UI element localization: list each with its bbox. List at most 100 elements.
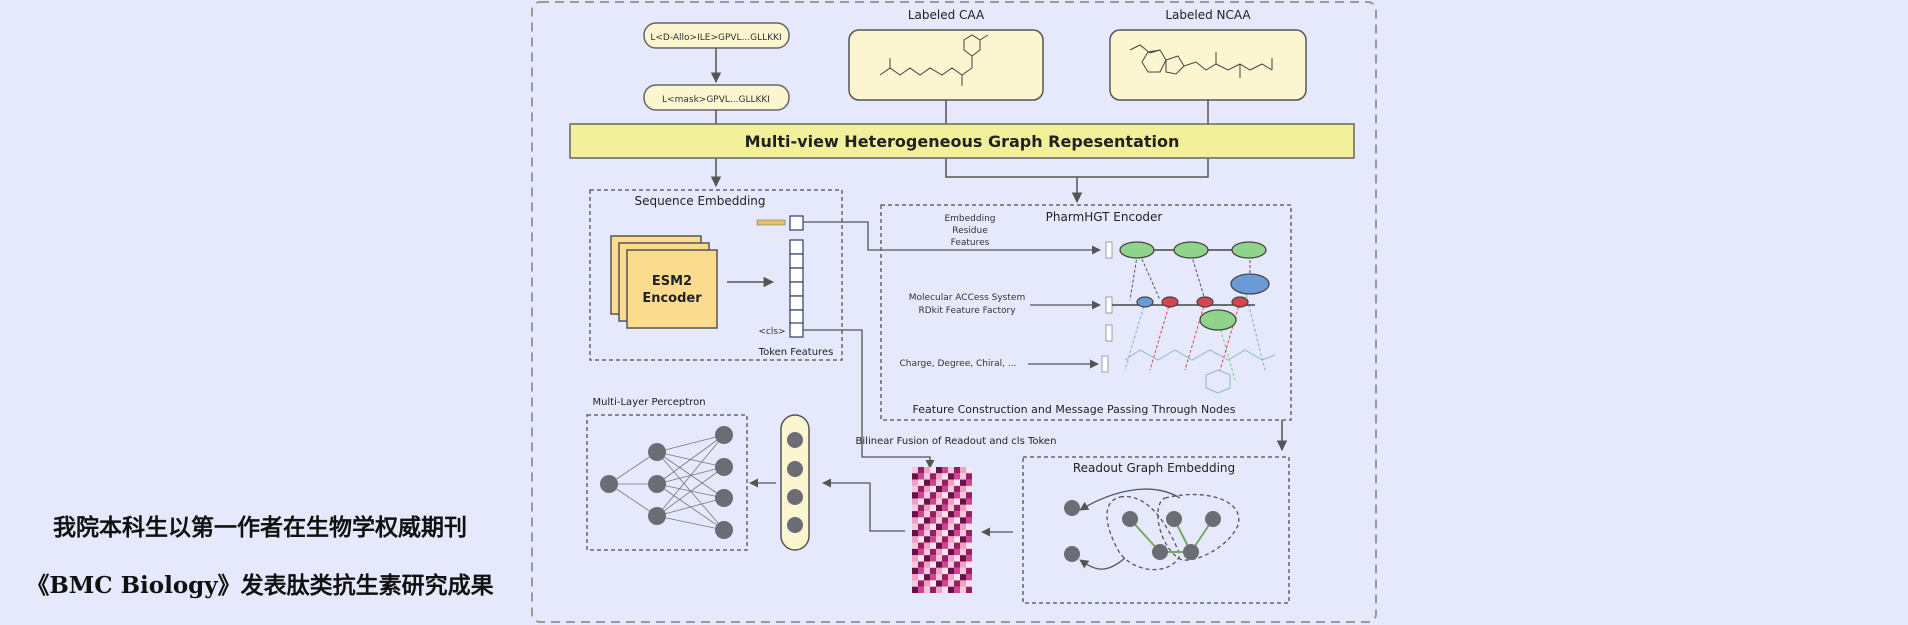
- heatmap-cell: [942, 536, 948, 543]
- readout-vector: [780, 414, 810, 551]
- heatmap-cell: [966, 586, 972, 593]
- heatmap-cell: [960, 485, 966, 493]
- heatmap-cell: [954, 536, 960, 543]
- heatmap-cell: [960, 561, 966, 568]
- heatmap-cell: [912, 574, 918, 581]
- heatmap-cell: [930, 567, 936, 575]
- heatmap-cell: [936, 479, 942, 486]
- heatmap-cell: [954, 473, 960, 480]
- heatmap-cell: [912, 473, 918, 480]
- heatmap-cell: [942, 567, 948, 575]
- heatmap-cell: [918, 567, 924, 575]
- heatmap-cell: [966, 473, 972, 480]
- heatmap-cell: [918, 542, 924, 549]
- heatmap-cell: [948, 479, 954, 486]
- heatmap-cell: [960, 498, 966, 505]
- heatmap-cell: [924, 498, 930, 505]
- encoder-label: Encoder: [642, 291, 702, 306]
- token-vector: [789, 239, 804, 325]
- heatmap-cell: [936, 548, 942, 556]
- heatmap-cell: [918, 479, 924, 486]
- heatmap-cell: [942, 574, 948, 581]
- cls-token-cell: [789, 322, 804, 338]
- pharmhgt-box: [880, 204, 1292, 421]
- heatmap-cell: [936, 467, 942, 474]
- heatmap-cell: [912, 517, 918, 524]
- banner-box: [569, 123, 1355, 159]
- heatmap-cell: [948, 548, 954, 556]
- heatmap-cell: [960, 567, 966, 575]
- heatmap-cell: [936, 580, 942, 587]
- heatmap-cell: [942, 548, 948, 556]
- heatmap-cell: [960, 504, 966, 512]
- esm2-label: ESM2: [652, 274, 692, 289]
- heatmap-cell: [912, 467, 918, 474]
- heatmap-cell: [942, 542, 948, 549]
- mlp-title: Multi-Layer Perceptron: [592, 397, 705, 408]
- hetero-graph: [1112, 241, 1276, 394]
- heatmap-cell: [960, 580, 966, 587]
- bilinear-label: Bilinear Fusion of Readout and cls Token: [856, 436, 1057, 447]
- heatmap-cell: [954, 586, 960, 593]
- heatmap-cell: [960, 542, 966, 549]
- heatmap-cell: [918, 467, 924, 474]
- feature-construction-label: Feature Construction and Message Passing…: [913, 403, 1236, 416]
- heatmap-cell: [942, 479, 948, 486]
- heatmap-cell: [948, 586, 954, 593]
- heatmap-cell: [942, 523, 948, 530]
- caption-line-2: 《BMC Biology》发表肽类抗生素研究成果: [26, 572, 494, 599]
- heatmap-cell: [924, 511, 930, 518]
- heatmap-cell: [924, 542, 930, 549]
- heatmap-cell: [942, 485, 948, 493]
- heatmap-cell: [930, 536, 936, 543]
- heatmap-cell: [966, 561, 972, 568]
- banner-title: Multi-view Heterogeneous Graph Repesenta…: [745, 132, 1180, 151]
- heatmap-cell: [960, 586, 966, 593]
- heatmap-cell: [942, 473, 948, 480]
- heatmap-cell: [918, 561, 924, 568]
- heatmap-cell: [924, 530, 930, 537]
- heatmap-cell: [960, 530, 966, 537]
- heatmap-cell: [912, 511, 918, 518]
- heatmap-cell: [942, 530, 948, 537]
- caption-line-1: 我院本科生以第一作者在生物学权威期刊: [53, 514, 467, 541]
- heatmap-cell: [954, 542, 960, 549]
- heatmap-cell: [912, 485, 918, 493]
- heatmap-cell: [936, 530, 942, 537]
- heatmap-cell: [954, 530, 960, 537]
- heatmap-cell: [936, 473, 942, 480]
- heatmap-cell: [942, 511, 948, 518]
- heatmap-cell: [918, 523, 924, 530]
- heatmap-cell: [930, 479, 936, 486]
- heatmap-cell: [924, 574, 930, 581]
- heatmap-cell: [912, 555, 918, 562]
- heatmap-cell: [948, 530, 954, 537]
- heatmap-cell: [936, 561, 942, 568]
- heatmap-cell: [924, 467, 930, 474]
- heatmap-cell: [936, 567, 942, 575]
- heatmap-cell: [960, 473, 966, 480]
- heatmap-cell: [966, 536, 972, 543]
- heatmap-cell: [912, 479, 918, 486]
- heatmap-cell: [930, 523, 936, 530]
- heatmap-cell: [930, 542, 936, 549]
- heatmap-cell: [954, 561, 960, 568]
- heatmap-cell: [942, 561, 948, 568]
- heatmap-cell: [942, 504, 948, 512]
- heatmap-cell: [948, 517, 954, 524]
- heatmap-cell: [912, 561, 918, 568]
- macs-line2: RDkit Feature Factory: [918, 306, 1016, 316]
- heatmap-cell: [942, 586, 948, 593]
- heatmap-cell: [918, 473, 924, 480]
- heatmap-cell: [924, 485, 930, 493]
- embedding-residue-l2: Residue: [952, 226, 988, 236]
- heatmap-cell: [948, 492, 954, 499]
- heatmap-cell: [960, 574, 966, 581]
- heatmap-cell: [948, 574, 954, 581]
- cls-label: <cls>: [758, 327, 785, 337]
- heatmap-cell: [966, 542, 972, 549]
- heatmap-cell: [942, 467, 948, 474]
- heatmap-cell: [942, 580, 948, 587]
- feature-stubs: [1101, 241, 1113, 373]
- token-features-label: Token Features: [758, 347, 834, 358]
